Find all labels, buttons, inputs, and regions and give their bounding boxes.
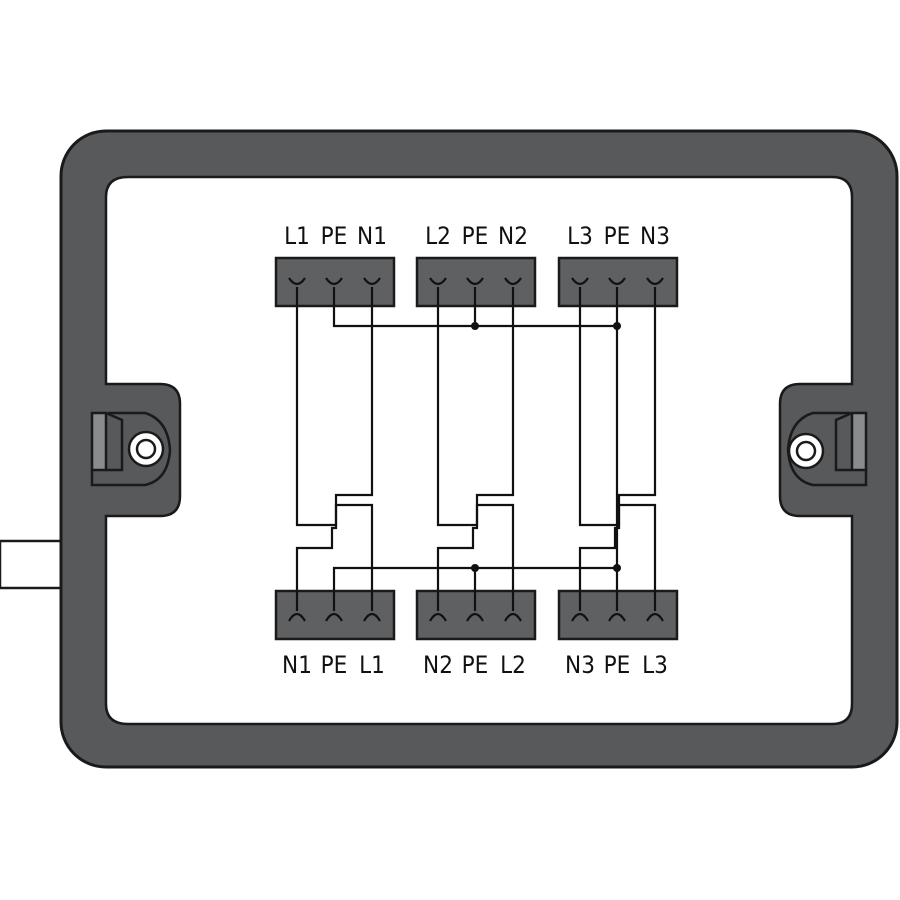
- junction-node: [471, 564, 479, 572]
- neutral-wire-N2: [436, 306, 515, 591]
- bottom-terminal-label: L1: [359, 651, 385, 679]
- terminal-icon: [504, 277, 522, 306]
- top-connector-3: [557, 256, 679, 308]
- terminal-icon: [646, 277, 664, 306]
- top-connector-2: [415, 256, 537, 308]
- terminal-icon: [571, 591, 589, 622]
- neutral-wire-N1: [295, 306, 374, 591]
- bottom-terminal-label: N2: [423, 651, 453, 679]
- top-terminal-label: PE: [321, 222, 348, 250]
- bottom-connector-1: [274, 589, 396, 641]
- bottom-terminal-label: N1: [282, 651, 312, 679]
- junction-node: [613, 564, 621, 572]
- inner-panel: [104, 175, 854, 726]
- top-terminal-label: N2: [498, 222, 528, 250]
- top-terminal-label: PE: [604, 222, 631, 250]
- top-terminal-label: L3: [567, 222, 593, 250]
- bottom-connector-labels: N1 PE L1 N2 PE L2 N3 PE L3: [282, 651, 668, 679]
- junction-node: [613, 322, 621, 330]
- terminal-icon: [288, 277, 306, 306]
- bottom-terminal-label: N3: [565, 651, 595, 679]
- top-connector-1: [274, 256, 396, 308]
- bottom-connector-3: [557, 589, 679, 641]
- junction-nodes: [471, 322, 621, 572]
- bottom-terminal-label: PE: [321, 651, 348, 679]
- bottom-terminal-label: L3: [642, 651, 668, 679]
- junction-node: [471, 322, 479, 330]
- top-terminal-label: N3: [640, 222, 670, 250]
- top-terminal-label: PE: [462, 222, 489, 250]
- terminal-icon: [608, 591, 626, 622]
- terminal-icon: [608, 277, 626, 306]
- housing-frame: [59, 129, 899, 769]
- terminal-icon: [571, 277, 589, 306]
- terminal-icon: [466, 277, 484, 306]
- top-terminal-label: L1: [284, 222, 310, 250]
- bottom-terminal-label: L2: [500, 651, 526, 679]
- bottom-terminal-label: PE: [604, 651, 631, 679]
- top-terminal-label: N1: [357, 222, 387, 250]
- top-connector-labels: L1 PE N1 L2 PE N2 L3 PE N3: [284, 222, 670, 250]
- bottom-terminal-label: PE: [462, 651, 489, 679]
- terminal-icon: [363, 277, 381, 306]
- bottom-connector-2: [415, 589, 537, 641]
- terminal-icon: [325, 591, 343, 622]
- terminal-icon: [646, 591, 664, 622]
- terminal-icon: [288, 591, 306, 622]
- mounting-lug-left-icon: [90, 411, 172, 487]
- terminal-icon: [429, 591, 447, 622]
- top-terminal-label: L2: [425, 222, 451, 250]
- terminal-icon: [429, 277, 447, 306]
- terminal-icon: [363, 591, 381, 622]
- terminal-icon: [504, 591, 522, 622]
- mounting-lug-right-icon: [786, 411, 868, 487]
- terminal-icon: [325, 277, 343, 306]
- terminal-icon: [466, 591, 484, 622]
